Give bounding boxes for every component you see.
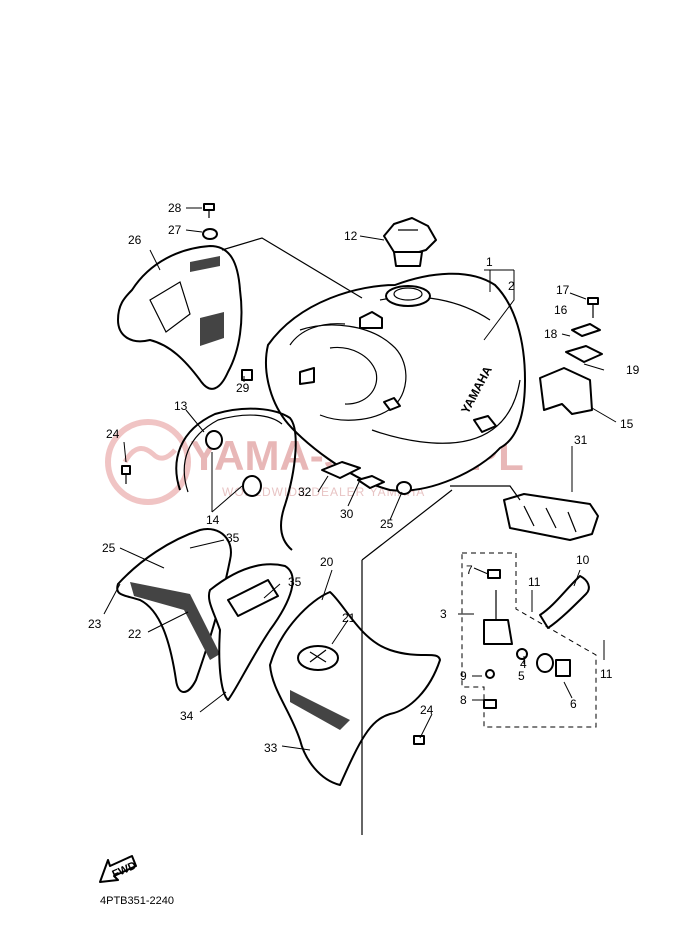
- callout-18: 18: [544, 327, 558, 341]
- fuel-cap: [383, 217, 437, 267]
- callout-12: 12: [344, 229, 358, 243]
- watermark-sub: WORLDWIDE DEALER YAMAHA: [222, 485, 425, 499]
- callout-11b: 11: [600, 667, 613, 681]
- bracket-15: [539, 367, 593, 415]
- watermark-logo-icon: [105, 419, 191, 505]
- callout-25b: 25: [380, 517, 394, 531]
- leader-lines: [103, 207, 617, 835]
- callout-33: 33: [264, 741, 278, 755]
- callout-22: 22: [128, 627, 142, 641]
- callout-6: 6: [570, 697, 577, 711]
- rod-13: [175, 407, 297, 551]
- callout-17: 17: [556, 283, 570, 297]
- callout-26: 26: [128, 233, 142, 247]
- callout-19: 19: [626, 363, 640, 377]
- fwd-arrow-icon: FWD: [99, 855, 138, 883]
- callout-35b: 35: [288, 575, 302, 589]
- callout-13: 13: [174, 399, 188, 413]
- callout-2: 2: [508, 279, 515, 293]
- bolt-17: [587, 297, 599, 318]
- clip-30-32: [321, 461, 385, 489]
- callout-20: 20: [320, 555, 334, 569]
- bolt-29: [241, 369, 253, 381]
- screw-24-right: [413, 735, 425, 745]
- fuel-hose-10: [539, 575, 590, 629]
- callout-5: 5: [518, 669, 525, 683]
- callout-7: 7: [466, 563, 473, 577]
- callout-24b: 24: [420, 703, 434, 717]
- damper-14: [205, 430, 262, 497]
- callout-3: 3: [440, 607, 447, 621]
- callout-29: 29: [236, 381, 250, 395]
- fuel-tank: YAMAHA: [265, 272, 526, 492]
- callout-27: 27: [168, 223, 182, 237]
- side-panel-right: [269, 591, 441, 786]
- screw-24-left: [121, 465, 131, 484]
- callout-25a: 25: [102, 541, 116, 555]
- side-cover-left: [116, 528, 294, 701]
- callout-10: 10: [576, 553, 590, 567]
- callout-34: 34: [180, 709, 194, 723]
- callout-11a: 11: [528, 575, 541, 589]
- callout-15: 15: [620, 417, 634, 431]
- collar-25: [396, 481, 412, 495]
- callout-32: 32: [298, 485, 312, 499]
- callout-4: 4: [520, 657, 527, 671]
- callout-35a: 35: [226, 531, 240, 545]
- fuel-cock-assembly: [461, 552, 597, 728]
- damper-31: [503, 493, 599, 541]
- callout-21: 21: [342, 611, 356, 625]
- tank-cover-left: [117, 245, 243, 390]
- screw-28: [203, 203, 215, 218]
- callouts: 1 2 3 4 5 6 7 8 9 10 11 11 12 13 14 15 1…: [88, 201, 640, 755]
- callout-24a: 24: [106, 427, 120, 441]
- callout-31: 31: [574, 433, 588, 447]
- bracket-19: [565, 323, 603, 363]
- callout-30: 30: [340, 507, 354, 521]
- callout-8: 8: [460, 693, 467, 707]
- diagram-code: 4PTB351-2240: [100, 895, 174, 907]
- grommet-27: [202, 228, 218, 240]
- callout-28: 28: [168, 201, 182, 215]
- callout-1: 1: [486, 255, 493, 269]
- callout-14: 14: [206, 513, 220, 527]
- callout-23: 23: [88, 617, 102, 631]
- callout-9: 9: [460, 669, 467, 683]
- callout-16: 16: [554, 303, 568, 317]
